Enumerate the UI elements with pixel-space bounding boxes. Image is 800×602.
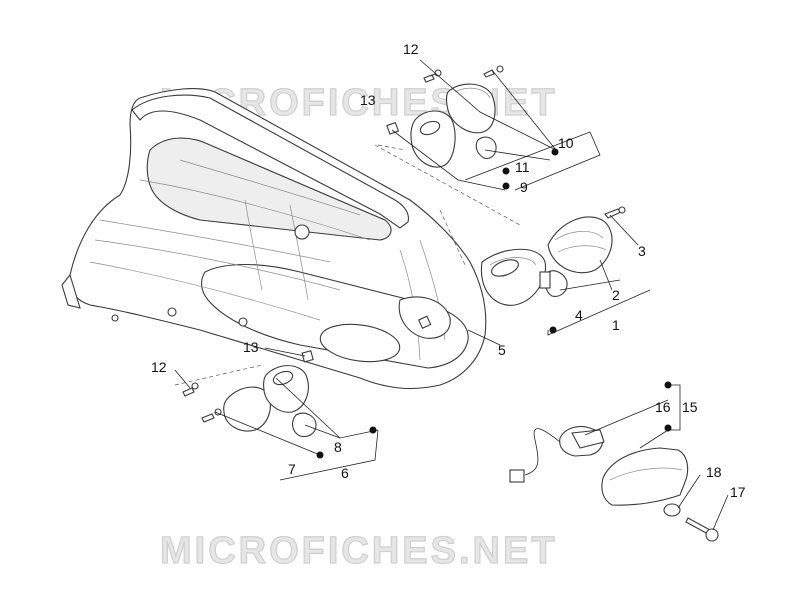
callout-1: 1: [612, 317, 620, 333]
callout-15: 15: [682, 399, 698, 415]
callout-9: 9: [520, 179, 528, 195]
callout-17: 17: [730, 484, 746, 500]
callout-5: 5: [498, 342, 506, 358]
upper-indicator-assembly: [386, 65, 504, 168]
front-shield-housing: [61, 88, 487, 390]
callout-2: 2: [612, 287, 620, 303]
callout-10: 10: [558, 135, 574, 151]
group-outlines: [174, 144, 521, 386]
callout-4: 4: [575, 307, 583, 323]
callout-8: 8: [334, 439, 342, 455]
watermark-bottom: MICROFICHES.NET: [160, 530, 558, 572]
leader-lines: [174, 59, 729, 531]
callout-13-bottom: 13: [243, 339, 259, 355]
callout-12-bottom: 12: [151, 359, 167, 375]
callout-7: 7: [288, 461, 296, 477]
callout-labels: 12 13 10 11 9 3 2 4 1 5 13 12 8 7 6 16 1…: [151, 41, 746, 500]
side-marker-assembly: [509, 425, 719, 542]
lower-indicator-assembly: [182, 350, 317, 438]
right-indicator-assembly: [480, 206, 626, 306]
callout-16: 16: [655, 399, 671, 415]
callout-3: 3: [638, 243, 646, 259]
callout-18: 18: [706, 464, 722, 480]
reference-dots: [316, 148, 672, 459]
callout-11: 11: [515, 159, 530, 175]
callout-13-top: 13: [360, 92, 376, 108]
callout-12-top: 12: [403, 41, 419, 57]
callout-6: 6: [341, 465, 349, 481]
